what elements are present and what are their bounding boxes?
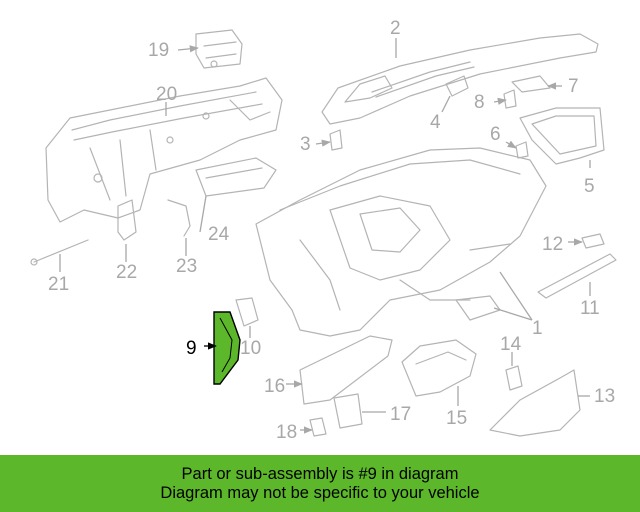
- callout-2: 2: [390, 18, 401, 39]
- callout-17: 17: [390, 404, 411, 425]
- callout-19: 19: [148, 40, 169, 61]
- callout-4: 4: [430, 112, 441, 133]
- parts-diagram: 2 19 20 3 4 7 8 6 5 12 11 1 24 22 23 21 …: [30, 18, 617, 443]
- info-banner-line-2: Diagram may not be specific to your vehi…: [160, 483, 480, 502]
- info-banner-line-1: Part or sub-assembly is #9 in diagram: [181, 464, 459, 483]
- part-17-bracket: [333, 393, 363, 429]
- part-4-vent: [445, 75, 469, 97]
- callout-20: 20: [156, 84, 177, 105]
- part-1-instrument-panel: [255, 147, 547, 337]
- callout-5: 5: [584, 176, 595, 197]
- callout-21: 21: [48, 274, 69, 295]
- callout-13: 13: [594, 386, 615, 407]
- callout-12: 12: [542, 234, 563, 255]
- callout-11: 11: [580, 298, 600, 319]
- callout-23: 23: [176, 256, 197, 277]
- part-5-bezel: [519, 107, 605, 165]
- part-13-console-trim: [489, 369, 581, 437]
- part-22-bracket: [117, 199, 137, 241]
- part-19-airbag-module: [195, 29, 243, 69]
- part-8-clip: [503, 89, 517, 109]
- part-14-bracket: [505, 365, 523, 391]
- part-20-cross-car-beam: [45, 77, 283, 223]
- part-9-side-cover-highlighted: [213, 311, 241, 385]
- part-12-clip: [581, 233, 605, 249]
- callout-15: 15: [446, 408, 467, 429]
- part-18-clip: [309, 417, 327, 437]
- part-3-clip: [329, 129, 343, 151]
- callout-10: 10: [240, 338, 261, 359]
- part-2-dash-top-cover: [321, 33, 599, 125]
- callout-14: 14: [500, 334, 522, 355]
- callout-24: 24: [208, 224, 230, 245]
- callout-1: 1: [532, 318, 543, 339]
- callout-18: 18: [276, 422, 297, 443]
- callout-22: 22: [116, 262, 137, 283]
- part-10-bracket: [235, 297, 259, 327]
- part-6-clip: [515, 141, 529, 159]
- part-21-rod: [30, 239, 89, 266]
- part-11-trim-strip: [537, 253, 617, 299]
- callout-9: 9: [186, 338, 197, 359]
- part-24-bracket: [195, 157, 277, 197]
- callout-16: 16: [264, 376, 285, 397]
- info-banner: Part or sub-assembly is #9 in diagram Di…: [0, 455, 640, 512]
- leader-lines: [59, 38, 591, 434]
- part-23-wire-bracket: [167, 199, 191, 237]
- callout-7: 7: [568, 76, 579, 97]
- callout-labels: 2 19 20 3 4 7 8 6 5 12 11 1 24 22 23 21 …: [48, 18, 615, 443]
- callout-6: 6: [490, 124, 501, 145]
- part-15-cluster-housing: [401, 339, 477, 397]
- callout-3: 3: [300, 134, 311, 155]
- part-7-panel: [511, 75, 551, 93]
- part-16-lower-trim: [299, 335, 393, 405]
- callout-8: 8: [474, 92, 485, 113]
